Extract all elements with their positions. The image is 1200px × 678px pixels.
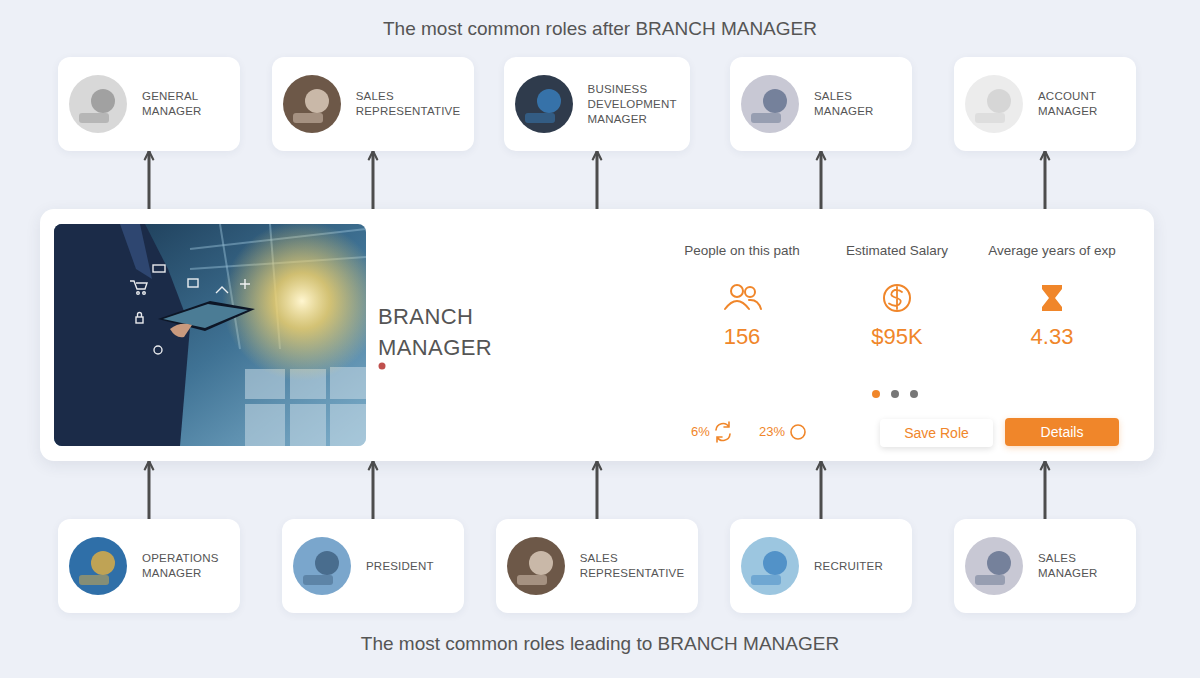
hourglass-icon: [1042, 285, 1062, 311]
role-avatar: [741, 75, 799, 133]
career-arrow: [1044, 151, 1047, 209]
action-button: Details: [1005, 418, 1119, 446]
career-arrow: [596, 151, 599, 209]
role-title: SALES MANAGER: [1038, 551, 1098, 581]
role-title: OPERATIONS MANAGER: [142, 551, 219, 581]
career-arrow: [595, 461, 598, 519]
stat-heading: Estimated Salary: [807, 243, 987, 258]
role-box: BUSINESS DEVELOPMENT MANAGER: [504, 57, 691, 151]
small-icons: [716, 422, 805, 442]
action-button: Save Role: [880, 419, 993, 447]
role-avatar: [293, 537, 351, 595]
role-avatar: [69, 537, 127, 595]
role-title: PRESIDENT: [366, 559, 434, 574]
role-box: SALES MANAGER: [730, 57, 912, 151]
role-box: OPERATIONS MANAGER: [58, 519, 240, 613]
career-arrow: [820, 151, 823, 209]
role-title: GENERAL MANAGER: [142, 89, 202, 119]
rate-value: 6%: [691, 424, 710, 439]
career-arrow: [820, 461, 823, 519]
role-title: SALES REPRESENTATIVE: [580, 551, 685, 581]
role-box: SALES REPRESENTATIVE: [272, 57, 475, 151]
role-avatar: [69, 75, 127, 133]
diagram-title: The most common roles after BRANCH MANAG…: [0, 18, 1200, 40]
button-label: Save Role: [904, 425, 969, 441]
role-box: SALES MANAGER: [954, 519, 1136, 613]
role-box: GENERAL MANAGER: [58, 57, 240, 151]
current-role-title: BRANCH MANAGER: [378, 301, 492, 363]
role-avatar: [741, 537, 799, 595]
role-title: ACCOUNT MANAGER: [1038, 89, 1098, 119]
role-title: RECRUITER: [814, 559, 883, 574]
role-box: PRESIDENT: [282, 519, 464, 613]
role-title: SALES REPRESENTATIVE: [356, 89, 461, 119]
stat-icons: [725, 285, 910, 311]
role-avatar: [515, 75, 573, 133]
career-arrow: [1044, 461, 1047, 519]
rate-value: 23%: [759, 424, 785, 439]
stat-value: $95K: [807, 324, 987, 350]
warehouse-illustration: [54, 224, 366, 446]
carousel-dots: [872, 390, 918, 398]
career-arrow: [372, 461, 375, 519]
role-box: SALES REPRESENTATIVE: [496, 519, 699, 613]
role-box: ACCOUNT MANAGER: [954, 57, 1136, 151]
stat-value: 4.33: [962, 324, 1142, 350]
role-title: BUSINESS DEVELOPMENT MANAGER: [588, 82, 677, 127]
stat-heading: People on this path: [652, 243, 832, 258]
role-title: SALES MANAGER: [814, 89, 874, 119]
career-arrow: [148, 151, 151, 209]
diagram-caption: The most common roles leading to BRANCH …: [0, 633, 1200, 655]
stat-heading: Average years of exp: [962, 243, 1142, 258]
button-label: Details: [1041, 424, 1084, 440]
career-arrow: [148, 461, 151, 519]
role-avatar: [965, 75, 1023, 133]
stat-value: 156: [652, 324, 832, 350]
status-dot: [379, 363, 386, 370]
role-box: RECRUITER: [730, 519, 912, 613]
role-avatar: [965, 537, 1023, 595]
role-avatar: [283, 75, 341, 133]
career-arrow: [371, 151, 374, 209]
current-role-card: BRANCH MANAGER Save Role Details People on …: [40, 209, 1154, 461]
role-avatar: [507, 537, 565, 595]
